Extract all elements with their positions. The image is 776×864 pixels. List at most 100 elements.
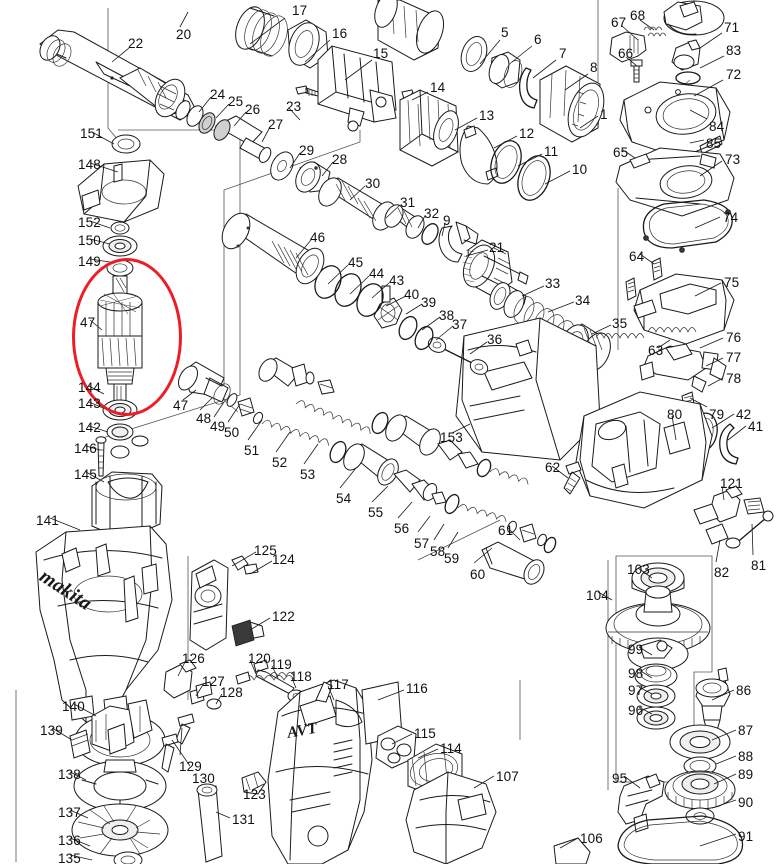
callout-117: 117 xyxy=(327,677,349,692)
callout-82: 82 xyxy=(714,565,730,580)
leader-line-117 xyxy=(327,685,335,701)
callout-40: 40 xyxy=(404,287,420,302)
callout-83: 83 xyxy=(726,43,742,58)
callout-148: 148 xyxy=(78,157,101,172)
callout-74: 74 xyxy=(723,210,739,225)
leader-line-10 xyxy=(544,170,571,185)
callout-86: 86 xyxy=(736,683,752,698)
leader-line-46 xyxy=(295,239,312,259)
callout-20: 20 xyxy=(176,27,192,42)
callout-97: 97 xyxy=(628,683,644,698)
leader-line-68 xyxy=(639,19,655,31)
callout-114: 114 xyxy=(440,741,462,756)
leader-line-84 xyxy=(689,109,708,120)
callout-9: 9 xyxy=(443,213,451,228)
callout-68: 68 xyxy=(630,8,646,23)
callout-32: 32 xyxy=(424,206,440,221)
callout-90: 90 xyxy=(738,795,754,810)
leader-line-35 xyxy=(591,324,612,335)
leader-line-141 xyxy=(49,517,81,531)
leader-line-29 xyxy=(289,152,301,169)
leader-line-60 xyxy=(473,547,493,564)
leader-line-41 xyxy=(727,425,747,441)
leader-line-116 xyxy=(377,689,405,701)
leader-line-26 xyxy=(233,111,247,127)
callout-65: 65 xyxy=(613,145,629,160)
leader-line-126 xyxy=(177,659,187,677)
leader-line-54 xyxy=(339,467,357,489)
leader-line-24 xyxy=(198,96,212,113)
leader-line-118 xyxy=(291,677,297,689)
callout-45: 45 xyxy=(348,255,364,270)
callout-125: 125 xyxy=(254,543,277,558)
leader-line-8 xyxy=(564,73,589,91)
callout-47: 47 xyxy=(80,315,96,330)
callout-85: 85 xyxy=(706,136,722,151)
callout-138: 138 xyxy=(58,767,81,782)
leader-line-153 xyxy=(451,423,471,434)
callout-8: 8 xyxy=(590,60,598,75)
callout-106: 106 xyxy=(580,831,603,846)
callout-16: 16 xyxy=(332,26,348,41)
leader-line-7 xyxy=(532,59,557,79)
leader-line-129 xyxy=(179,727,183,756)
callout-42: 42 xyxy=(736,407,752,422)
callout-87: 87 xyxy=(738,723,754,738)
leader-line-44 xyxy=(349,275,370,295)
leader-line-135 xyxy=(69,854,93,861)
leader-line-152 xyxy=(89,220,111,229)
leader-line-25 xyxy=(215,103,230,119)
callout-124: 124 xyxy=(272,552,295,567)
callout-36: 36 xyxy=(487,332,503,347)
leader-line-142 xyxy=(88,425,109,433)
leader-line-119 xyxy=(271,665,279,679)
leader-line-9 xyxy=(441,222,446,237)
leader-line-95 xyxy=(623,775,641,789)
callout-28: 28 xyxy=(332,152,348,167)
callout-67: 67 xyxy=(611,15,627,30)
leader-line-127 xyxy=(195,682,205,697)
leader-line-47 xyxy=(89,319,103,331)
leader-line-123 xyxy=(251,783,265,791)
callout-58: 58 xyxy=(430,544,446,559)
callout-25: 25 xyxy=(228,94,244,109)
leader-line-90 xyxy=(711,799,737,809)
callout-54: 54 xyxy=(336,491,352,506)
callout-24: 24 xyxy=(210,87,226,102)
leader-line-138 xyxy=(69,771,87,781)
callout-75: 75 xyxy=(724,275,740,290)
leader-line-121 xyxy=(721,485,725,501)
callout-129: 129 xyxy=(179,759,202,774)
callout-81: 81 xyxy=(751,558,767,573)
leader-line-49 xyxy=(213,401,225,418)
leader-line-51 xyxy=(247,419,263,441)
leader-line-65 xyxy=(622,149,636,159)
callout-140: 140 xyxy=(62,699,85,714)
leader-line-76 xyxy=(699,337,724,349)
callout-52: 52 xyxy=(272,455,288,470)
leader-line-131 xyxy=(215,811,231,819)
callout-51: 51 xyxy=(244,443,260,458)
leader-line-53 xyxy=(303,443,319,465)
callout-127: 127 xyxy=(202,674,225,689)
leader-line-87 xyxy=(711,729,737,741)
leader-line-143 xyxy=(88,401,109,411)
callout-15: 15 xyxy=(373,46,389,61)
callout-131: 131 xyxy=(232,812,255,827)
leader-line-98 xyxy=(638,669,653,679)
callout-103: 103 xyxy=(627,562,650,577)
callout-7: 7 xyxy=(559,46,567,61)
callout-31: 31 xyxy=(400,195,416,210)
leader-line-144 xyxy=(88,385,105,395)
leader-line-71 xyxy=(699,32,723,49)
leader-line-62 xyxy=(551,465,569,479)
leader-line-114 xyxy=(417,748,439,759)
callout-104: 104 xyxy=(586,588,609,603)
leader-line-77 xyxy=(705,357,724,367)
callout-152: 152 xyxy=(78,215,101,230)
callout-38: 38 xyxy=(439,308,455,323)
leader-line-5 xyxy=(479,39,501,65)
leader-line-75 xyxy=(694,282,722,297)
leader-line-82 xyxy=(715,539,721,563)
